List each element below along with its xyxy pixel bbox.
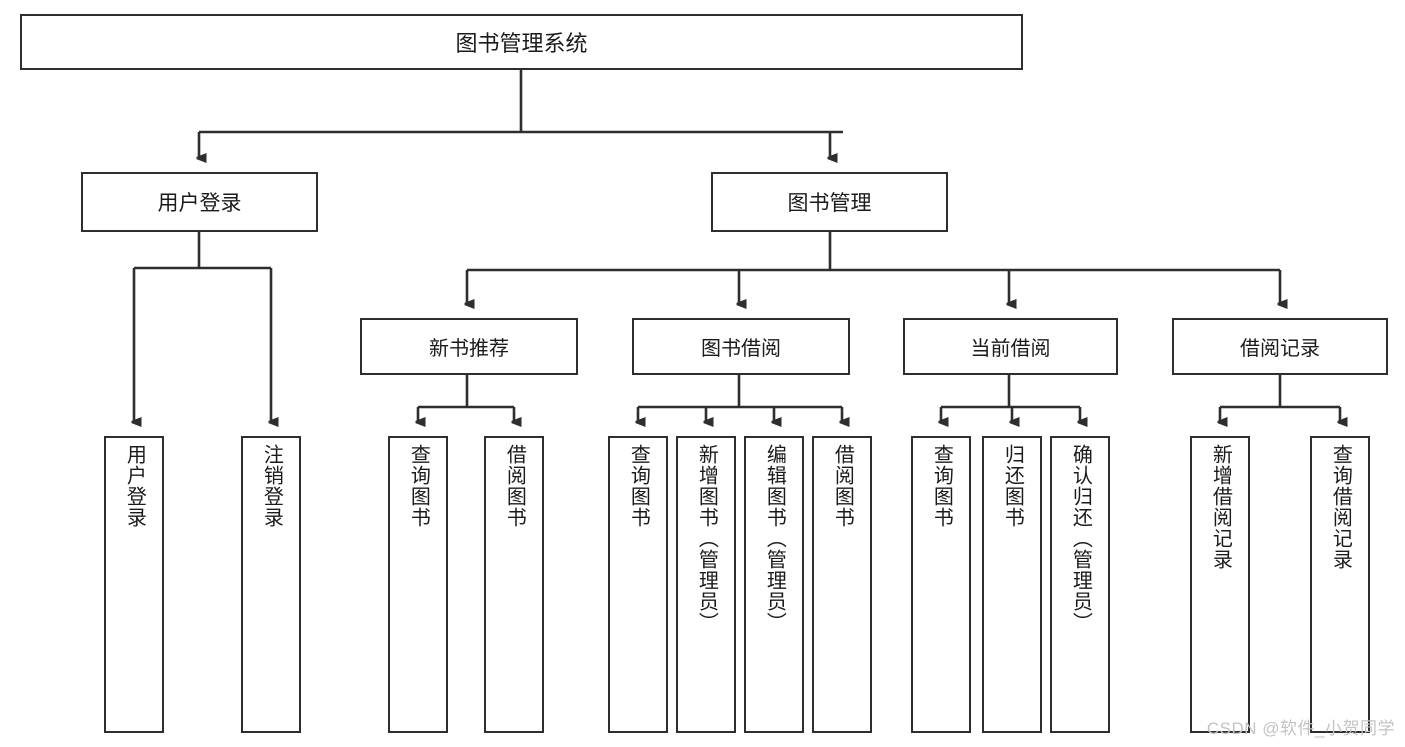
node-new-book-rec-label: 新书推荐 xyxy=(429,338,509,360)
node-new-book-rec[interactable]: 新书推荐 xyxy=(360,318,578,375)
node-leaf-return-book[interactable]: 归还图书 xyxy=(982,436,1042,733)
node-leaf-borrow-book-2-label: 借阅图书 xyxy=(831,444,854,528)
node-user-login-label: 用户登录 xyxy=(157,192,242,215)
node-leaf-return-book-label: 归还图书 xyxy=(1001,444,1024,528)
node-book-manage-label: 图书管理 xyxy=(787,192,872,215)
node-leaf-query-book-1-label: 查询图书 xyxy=(407,444,430,528)
node-borrow-record[interactable]: 借阅记录 xyxy=(1172,318,1388,375)
node-book-borrow-label: 图书借阅 xyxy=(701,338,781,360)
node-root-label: 图书管理系统 xyxy=(455,31,588,56)
node-leaf-add-book-label: 新增图书（管理员） xyxy=(695,444,718,633)
node-current-borrow[interactable]: 当前借阅 xyxy=(903,318,1118,375)
csdn-watermark: CSDN @软件_小贺同学 xyxy=(1206,719,1395,738)
node-current-borrow-label: 当前借阅 xyxy=(970,338,1051,360)
node-leaf-user-login[interactable]: 用户登录 xyxy=(104,436,164,733)
node-user-login[interactable]: 用户登录 xyxy=(81,172,318,232)
node-leaf-query-book-1[interactable]: 查询图书 xyxy=(388,436,448,733)
node-borrow-record-label: 借阅记录 xyxy=(1240,338,1320,360)
node-root[interactable]: 图书管理系统 xyxy=(20,14,1023,70)
node-leaf-add-record[interactable]: 新增借阅记录 xyxy=(1190,436,1250,733)
node-leaf-query-record[interactable]: 查询借阅记录 xyxy=(1310,436,1370,733)
node-leaf-user-login-label: 用户登录 xyxy=(123,444,146,528)
node-leaf-borrow-book-1[interactable]: 借阅图书 xyxy=(484,436,544,733)
node-leaf-confirm-return[interactable]: 确认归还（管理员） xyxy=(1050,436,1110,733)
node-leaf-add-book[interactable]: 新增图书（管理员） xyxy=(676,436,736,733)
node-leaf-add-record-label: 新增借阅记录 xyxy=(1209,444,1232,570)
node-leaf-borrow-book-1-label: 借阅图书 xyxy=(503,444,526,528)
node-leaf-query-book-2[interactable]: 查询图书 xyxy=(608,436,668,733)
node-leaf-query-record-label: 查询借阅记录 xyxy=(1329,444,1352,570)
node-leaf-edit-book[interactable]: 编辑图书（管理员） xyxy=(744,436,804,733)
node-leaf-confirm-return-label: 确认归还（管理员） xyxy=(1069,444,1092,633)
node-leaf-query-book-3-label: 查询图书 xyxy=(930,444,953,528)
node-leaf-edit-book-label: 编辑图书（管理员） xyxy=(763,444,786,633)
node-leaf-query-book-3[interactable]: 查询图书 xyxy=(911,436,971,733)
node-book-manage[interactable]: 图书管理 xyxy=(711,172,948,232)
node-book-borrow[interactable]: 图书借阅 xyxy=(632,318,850,375)
node-leaf-borrow-book-2[interactable]: 借阅图书 xyxy=(812,436,872,733)
node-leaf-query-book-2-label: 查询图书 xyxy=(627,444,650,528)
node-leaf-logout[interactable]: 注销登录 xyxy=(241,436,301,733)
node-leaf-logout-label: 注销登录 xyxy=(260,444,283,528)
